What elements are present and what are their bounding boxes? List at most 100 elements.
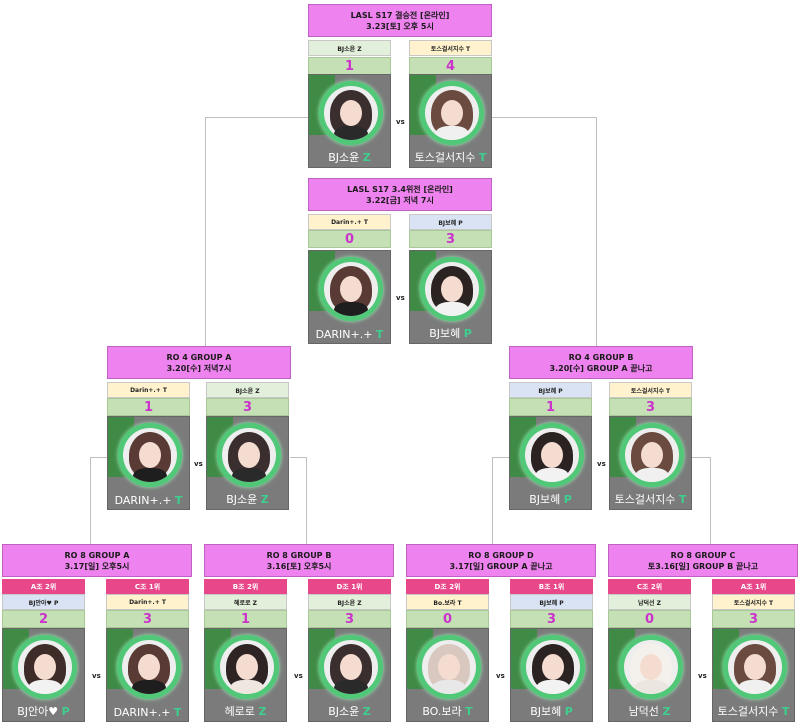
player-name-line: 헤로로 Z <box>205 703 286 719</box>
avatar-face <box>438 654 460 680</box>
avatar-ring <box>417 635 481 699</box>
player-name-line: 토스걸서지수 T <box>713 703 794 719</box>
match-title: RO 4 GROUP A <box>166 352 232 362</box>
player-name-line: DARIN+.+ T <box>309 328 390 341</box>
player-name: DARIN+.+ <box>315 328 373 341</box>
avatar-face <box>441 100 463 126</box>
avatar-ring <box>619 635 683 699</box>
avatar <box>123 428 177 482</box>
player-card[interactable]: BJ보혜 P <box>409 250 492 344</box>
connector <box>205 117 308 118</box>
avatar <box>624 640 678 694</box>
player-name-line: BJ보혜 P <box>410 325 491 341</box>
vs-label: vs <box>698 672 707 680</box>
player-card[interactable]: BJ보혜 P <box>510 628 593 722</box>
player-tag: BJ보혜 P <box>509 382 592 398</box>
player-card[interactable]: 토스걸서지수 T <box>712 628 795 722</box>
player-name: DARIN+.+ <box>114 494 172 507</box>
avatar <box>220 640 274 694</box>
match-date: 3.20[수] GROUP A 끝나고 <box>549 363 653 373</box>
avatar-body <box>435 302 469 316</box>
match-date: 3.16[토] 오후5시 <box>266 561 332 571</box>
seed-badge: A조 2위 <box>2 579 85 595</box>
player-race: T <box>465 705 473 718</box>
connector <box>492 457 493 544</box>
player-race: P <box>563 493 572 506</box>
connector <box>492 117 596 118</box>
connector <box>596 117 597 347</box>
player-card[interactable]: BJ소윤 Z <box>308 74 391 168</box>
player-card[interactable]: DARIN+.+ T <box>106 628 189 722</box>
avatar-ring <box>118 423 182 487</box>
player-name-line: 남덕선 Z <box>609 703 690 719</box>
player-card[interactable]: BO.보라 T <box>406 628 489 722</box>
avatar-face <box>139 442 161 468</box>
player-card[interactable]: 헤로로 Z <box>204 628 287 722</box>
vs-label: vs <box>194 460 203 468</box>
match-title: RO 8 GROUP A <box>64 550 130 560</box>
avatar-face <box>641 442 663 468</box>
avatar <box>122 640 176 694</box>
match-date: 3.23[토] 오후 5시 <box>366 21 434 31</box>
player-name: BJ소윤 <box>328 705 360 718</box>
avatar-face <box>542 654 564 680</box>
seed-badge: B조 1위 <box>510 579 593 595</box>
player-card[interactable]: 남덕선 Z <box>608 628 691 722</box>
player-name: 토스걸서지수 <box>414 151 476 164</box>
avatar <box>425 262 479 316</box>
player-name: BJ소윤 <box>226 493 258 506</box>
player-name-line: BJ안아♥ P <box>3 703 84 719</box>
player-card[interactable]: BJ소윤 Z <box>308 628 391 722</box>
avatar-body <box>536 680 570 694</box>
avatar-body <box>634 680 668 694</box>
connector <box>492 457 510 458</box>
player-name: BJ안아♥ <box>17 705 59 718</box>
player-tag: 토스걸서지수 T <box>409 40 492 56</box>
avatar-body <box>133 468 167 482</box>
player-tag: BJ안아♥ P <box>2 594 85 610</box>
avatar <box>324 640 378 694</box>
avatar <box>526 640 580 694</box>
seed-badge: D조 2위 <box>406 579 489 595</box>
player-card[interactable]: DARIN+.+ T <box>107 416 190 510</box>
avatar-body <box>232 468 266 482</box>
connector <box>205 117 206 347</box>
player-card[interactable]: 토스걸서지수 T <box>609 416 692 510</box>
player-race: Z <box>260 493 269 506</box>
avatar-face <box>238 442 260 468</box>
avatar-body <box>435 126 469 140</box>
avatar <box>324 86 378 140</box>
avatar <box>525 428 579 482</box>
avatar-body <box>535 468 569 482</box>
player-name: BJ보혜 <box>429 327 461 340</box>
player-tag: Darin+.+ T <box>308 214 391 230</box>
player-card[interactable]: 토스걸서지수 T <box>409 74 492 168</box>
player-name-line: BJ소윤 Z <box>309 149 390 165</box>
seed-badge: C조 1위 <box>106 579 189 595</box>
player-tag: BJ소윤 Z <box>308 594 391 610</box>
player-card[interactable]: BJ소윤 Z <box>206 416 289 510</box>
player-score: 3 <box>409 230 492 248</box>
avatar <box>422 640 476 694</box>
avatar-face <box>541 442 563 468</box>
player-card[interactable]: BJ안아♥ P <box>2 628 85 722</box>
avatar-ring <box>620 423 684 487</box>
avatar-face <box>640 654 662 680</box>
player-name: BO.보라 <box>422 705 462 718</box>
player-score: 2 <box>2 610 85 628</box>
player-card[interactable]: DARIN+.+ T <box>308 250 391 344</box>
avatar <box>222 428 276 482</box>
avatar-face <box>138 654 160 680</box>
player-race: T <box>375 328 384 341</box>
player-name-line: DARIN+.+ T <box>107 706 188 719</box>
player-name: 토스걸서지수 <box>614 493 676 506</box>
avatar <box>425 86 479 140</box>
player-card[interactable]: BJ보혜 P <box>509 416 592 510</box>
avatar-body <box>334 302 368 316</box>
match-date: 3.17[일] GROUP A 끝나고 <box>449 561 553 571</box>
match-title: LASL S17 3.4위전 [온라인] <box>347 184 453 194</box>
player-race: P <box>463 327 472 340</box>
connector <box>692 457 710 458</box>
